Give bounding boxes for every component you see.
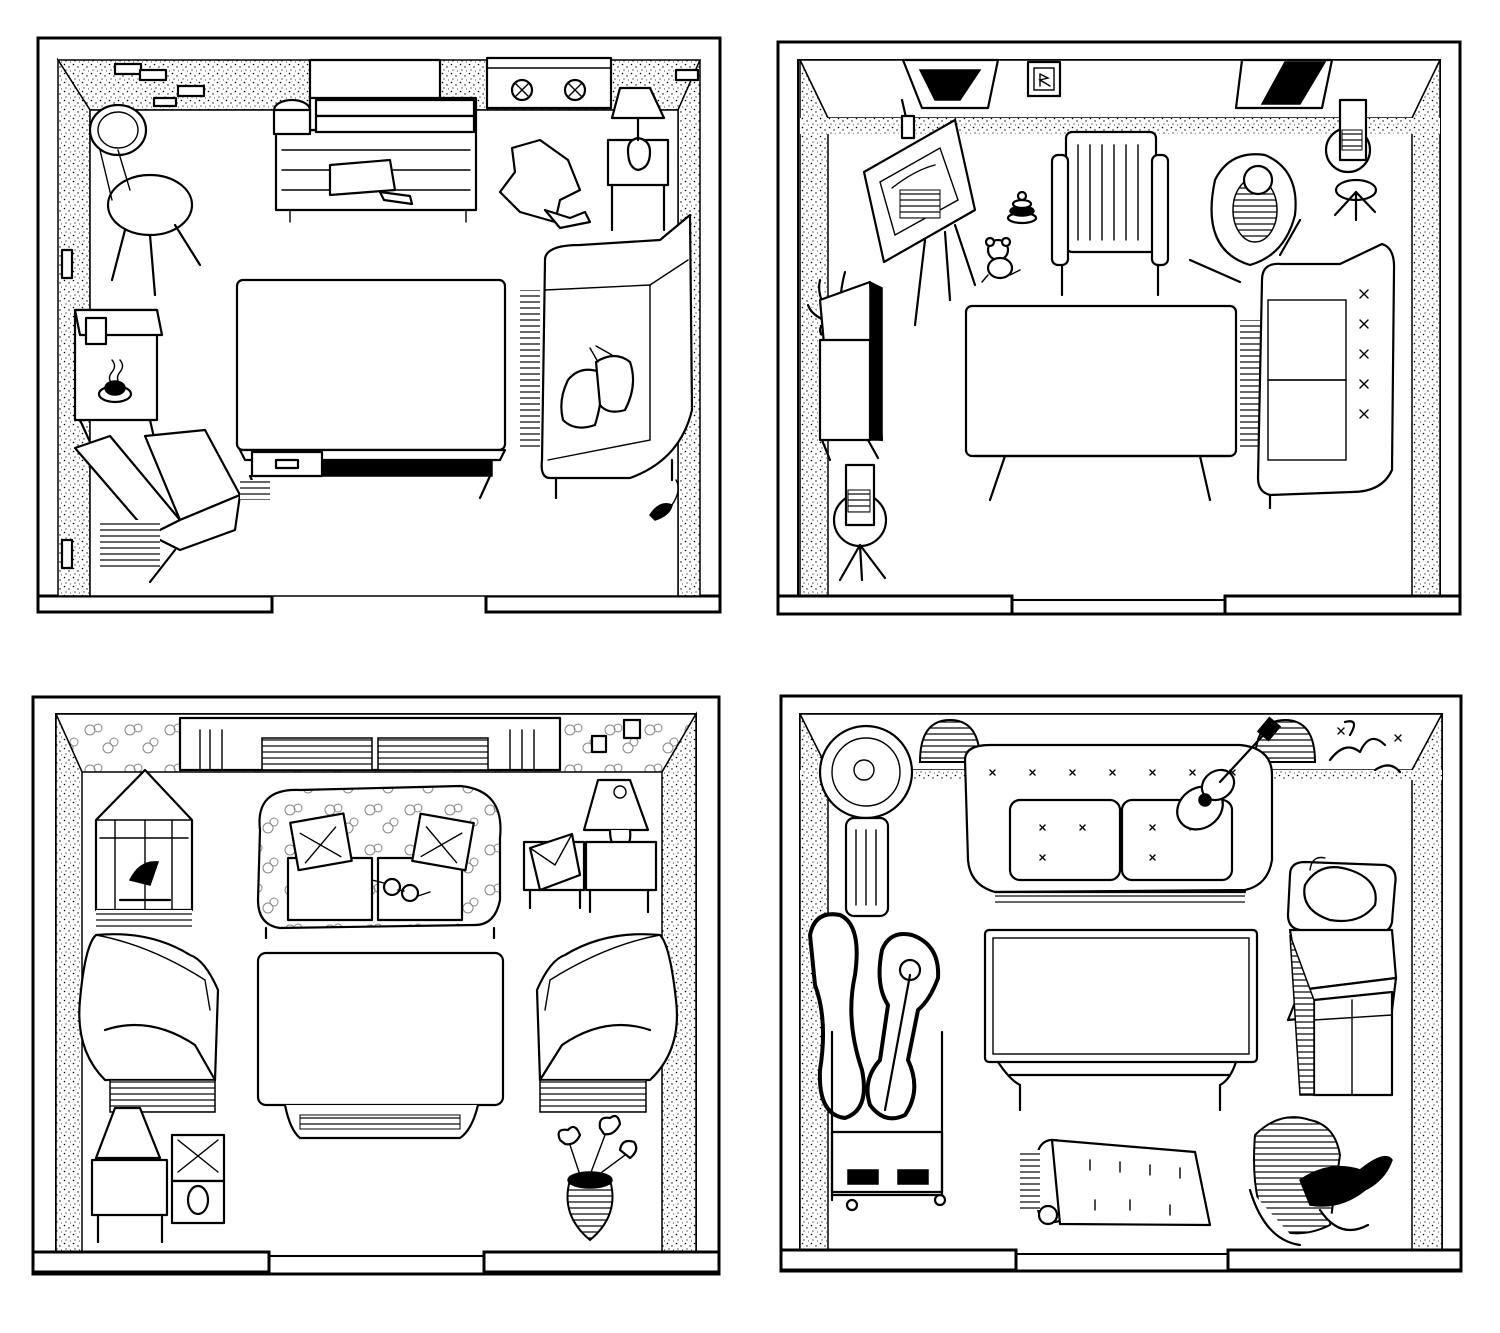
laundry-basket-icon	[1286, 856, 1397, 934]
armchair-icon	[78, 933, 220, 1113]
easel-icon	[862, 98, 977, 327]
birdcage-icon	[94, 768, 194, 930]
t-shirt-icon	[498, 138, 592, 230]
sofa-icon	[1256, 242, 1396, 510]
boxes-icon	[1286, 928, 1398, 1097]
guitar-icon	[865, 932, 941, 1121]
coffee-cup-icon	[97, 359, 133, 404]
tufted-sofa-icon	[963, 743, 1274, 905]
wall-vent-icon	[485, 56, 613, 110]
dresser-icon	[272, 58, 478, 223]
bentwood-chair-icon	[88, 103, 202, 297]
wall-painting-icon	[901, 58, 1334, 110]
eyeglasses-icon	[371, 877, 431, 903]
guitar-icon	[1176, 716, 1282, 831]
cabinet-icon	[818, 280, 884, 462]
framed-letter-icon	[1026, 60, 1062, 98]
room-3	[31, 695, 721, 1276]
boxing-gloves-icon	[560, 345, 635, 429]
window-icon	[178, 716, 562, 772]
guitar-case-icon	[807, 912, 866, 1121]
graffiti-icon	[1328, 720, 1402, 774]
radio-icon	[170, 1133, 226, 1225]
room-2	[776, 40, 1462, 616]
teddy-bear-icon	[981, 236, 1021, 283]
rolled-rug-icon	[1020, 1138, 1212, 1227]
baby-bouncer-icon	[1188, 153, 1302, 297]
floor-lamp-icon	[818, 724, 914, 918]
room-4	[779, 694, 1463, 1273]
side-table-icon	[73, 308, 164, 444]
table-lamp-icon	[844, 463, 876, 527]
coffee-table-icon	[983, 928, 1259, 1112]
coffee-table-icon	[256, 951, 505, 1140]
trolley-icon	[830, 1030, 947, 1212]
loveseat-icon	[256, 784, 502, 940]
flower-vase-icon	[557, 1114, 638, 1242]
stacking-toy-icon	[1006, 190, 1038, 225]
table-lamp-icon	[1338, 98, 1368, 162]
armchair-icon	[73, 428, 242, 584]
mouse-icon	[649, 479, 679, 521]
coffee-table-icon	[964, 304, 1260, 502]
envelope-icon	[528, 832, 582, 892]
armchair-icon	[535, 933, 678, 1113]
sofa-icon	[520, 213, 694, 500]
room-1	[36, 36, 722, 614]
coffee-table-icon	[235, 278, 507, 500]
armchair-icon	[1050, 130, 1170, 297]
rocking-chair-icon	[1248, 1116, 1393, 1247]
side-table-icon	[90, 1158, 169, 1244]
table-lamp-icon	[606, 86, 670, 232]
